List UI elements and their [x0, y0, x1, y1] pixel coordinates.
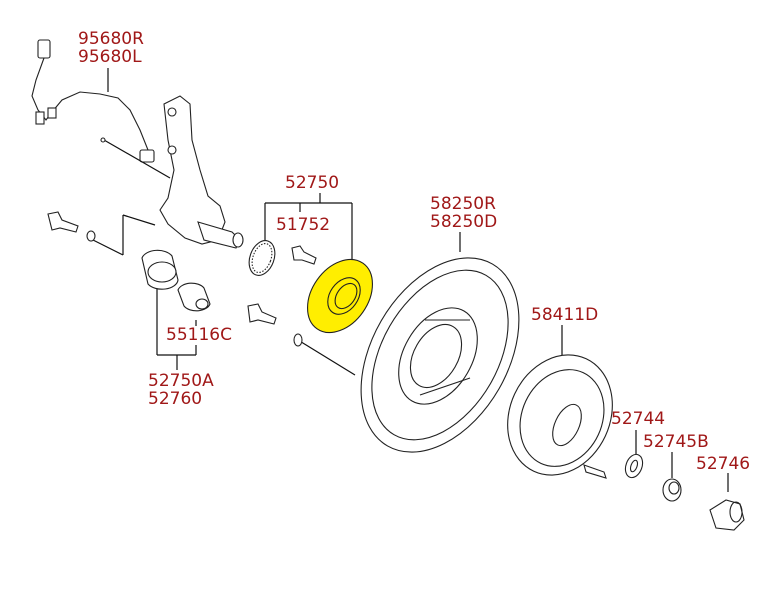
part-number[interactable]: 58411D — [531, 305, 599, 325]
backing-plate-drawing — [360, 257, 520, 453]
right-parts-drawing — [624, 453, 745, 531]
part-label-hub-bolt[interactable]: 51752 — [276, 216, 330, 234]
part-number[interactable]: 52750A — [148, 371, 214, 391]
part-number[interactable]: 52760 — [148, 389, 203, 409]
part-number[interactable]: 95680L — [78, 47, 142, 67]
leader-lines — [92, 68, 729, 492]
part-number[interactable]: 52750 — [285, 173, 340, 193]
part-number[interactable]: 55116C — [166, 325, 232, 345]
part-number[interactable]: 51752 — [276, 215, 331, 235]
part-label-carrier[interactable]: 52750A 52760 — [148, 372, 214, 408]
part-number[interactable]: 52744 — [611, 409, 666, 429]
left-parts-drawing — [47, 211, 317, 347]
part-label-brake-disc[interactable]: 58411D — [531, 306, 598, 324]
part-label-abs-sensor[interactable]: 95680R 95680L — [78, 30, 144, 66]
part-number[interactable]: 58250D — [430, 212, 498, 232]
knuckle-drawing — [159, 95, 244, 249]
tone-ring-drawing — [248, 240, 276, 276]
part-number[interactable]: 95680R — [78, 29, 144, 49]
abs-sensor-drawing — [31, 39, 171, 179]
part-label-bushing[interactable]: 55116C — [166, 326, 232, 344]
part-number[interactable]: 52746 — [696, 454, 751, 474]
part-number[interactable]: 52745B — [643, 432, 709, 452]
brake-disc-drawing — [507, 354, 613, 479]
part-label-hub-cap[interactable]: 52746 — [696, 455, 750, 473]
part-label-hub-assembly[interactable]: 52750 — [285, 174, 339, 192]
hub-drawing-highlighted — [307, 258, 373, 334]
part-label-lock-nut[interactable]: 52745B — [643, 433, 709, 451]
part-label-washer[interactable]: 52744 — [611, 410, 665, 428]
part-label-backing-plate[interactable]: 58250R 58250D — [430, 195, 497, 231]
part-number[interactable]: 58250R — [430, 194, 496, 214]
